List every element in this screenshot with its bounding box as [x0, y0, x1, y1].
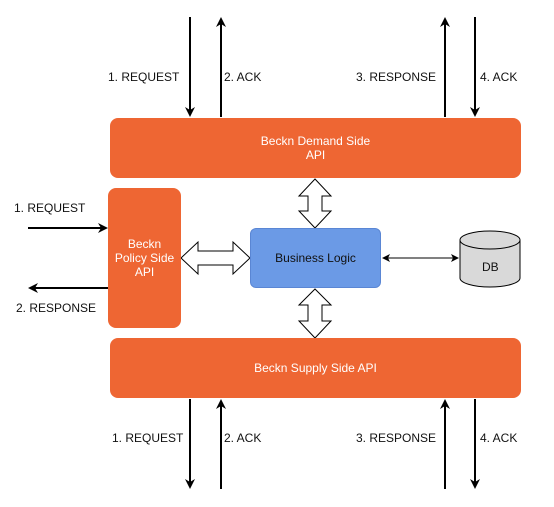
top-ack-right-label: 4. ACK — [480, 70, 518, 84]
bottom-ack-right-label: 4. ACK — [480, 431, 518, 445]
top-response-label: 3. RESPONSE — [356, 70, 437, 84]
business-supply-double-arrow-icon — [297, 288, 333, 339]
policy-box-line3: API — [134, 265, 155, 279]
top-ack-left-label: 2. ACK — [224, 70, 262, 84]
business-logic-label: Business Logic — [275, 251, 356, 265]
demand-box-title-line1: Beckn Demand Side — [260, 134, 371, 148]
policy-side-api-box: Beckn Policy Side API — [108, 188, 181, 328]
demand-business-double-arrow-icon — [297, 178, 333, 229]
policy-box-line2: Policy Side — [114, 251, 175, 265]
supply-box-title: Beckn Supply Side API — [254, 361, 377, 375]
policy-box-line1: Beckn — [127, 237, 162, 251]
database-icon — [459, 230, 521, 288]
business-logic-box: Business Logic — [250, 228, 381, 288]
demand-box-title-line2: API — [305, 148, 326, 162]
bottom-response-label: 3. RESPONSE — [356, 431, 437, 445]
left-request-label: 1. REQUEST — [14, 201, 86, 215]
bottom-ack-left-label: 2. ACK — [224, 431, 262, 445]
bottom-request-label: 1. REQUEST — [112, 431, 184, 445]
db-label: DB — [482, 260, 499, 274]
top-request-label: 1. REQUEST — [108, 70, 180, 84]
policy-business-double-arrow-icon — [180, 240, 251, 276]
left-response-label: 2. RESPONSE — [16, 301, 97, 315]
supply-side-api-box: Beckn Supply Side API — [110, 338, 521, 398]
demand-side-api-box: Beckn Demand Side API — [110, 118, 521, 178]
